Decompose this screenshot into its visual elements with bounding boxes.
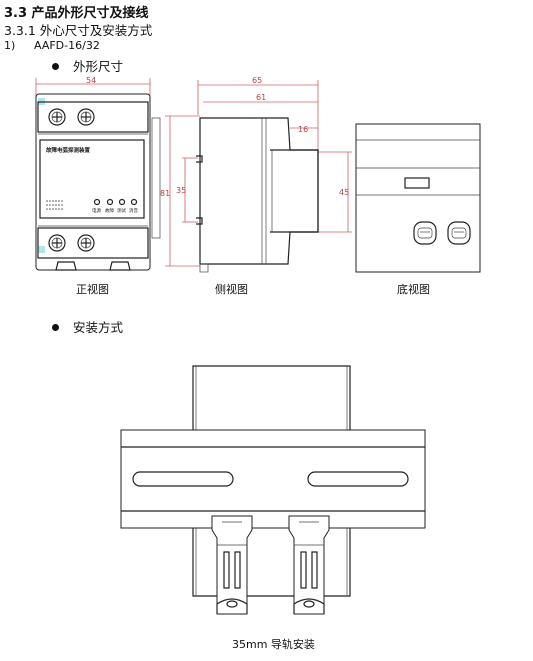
subsection-heading: 3.3.1 外心尺寸及安装方式 (4, 23, 153, 38)
top-screw-right-icon (77, 108, 95, 126)
bullet-dimensions-label: 外形尺寸 (73, 59, 124, 74)
indicator-label-test: 测试 (117, 207, 126, 214)
bottom-body (355, 123, 481, 273)
bullet-installation: 安装方式 (52, 317, 123, 336)
bottom-connector-right-icon (447, 221, 471, 245)
front-panel (39, 139, 145, 219)
list-item: 1) AAFD-16/32 (4, 39, 100, 52)
indicator-label-fault: 故障 (105, 207, 114, 214)
bottom-screw-left-icon (48, 234, 66, 252)
side-height-label: 81 (160, 189, 170, 198)
front-view-caption: 正视图 (76, 283, 109, 296)
rail-clip-left-mount (211, 515, 253, 615)
bullet-installation-label: 安装方式 (73, 320, 124, 335)
side-foot (199, 263, 209, 273)
rail-clip-left (55, 261, 77, 271)
side-view-caption: 侧视图 (215, 283, 248, 296)
front-corner-marker-bottom (38, 246, 45, 253)
side-step-16-dimension: 16 (290, 125, 318, 134)
side-bottom-step-label: 45 (339, 188, 349, 197)
front-side-ridge (151, 117, 161, 239)
list-number: 1) (4, 39, 16, 52)
bottom-slot (404, 177, 430, 189)
rail-slot-right (307, 471, 409, 487)
bullet-icon (52, 324, 59, 331)
indicator-label-mute: 消音 (129, 207, 138, 214)
bottom-screw-right-icon (77, 234, 95, 252)
vent-dots (46, 200, 63, 210)
bottom-terminal-block (37, 227, 149, 259)
top-screw-left-icon (48, 108, 66, 126)
indicator-leds (93, 198, 138, 206)
side-depth-61-dimension: 61 (203, 93, 318, 103)
side-height-81-dimension: 81 (160, 115, 200, 267)
device-bottom-outline (192, 528, 351, 597)
din-rail (120, 429, 426, 529)
side-depth-inner-label: 61 (256, 93, 266, 102)
side-depth-total-label: 65 (252, 76, 262, 85)
side-top-step-label: 16 (298, 125, 308, 134)
model-name: AAFD-16/32 (34, 39, 100, 52)
front-width-label: 54 (86, 76, 96, 85)
rail-caption: 35mm 导轨安装 (232, 638, 315, 651)
side-45-dimension: 45 (318, 151, 352, 233)
side-depth-65-dimension: 65 (197, 76, 319, 150)
indicator-label-power: 电源 (92, 207, 101, 214)
side-mid-35-dimension: 35 (176, 157, 198, 223)
bottom-view-caption: 底视图 (397, 283, 430, 296)
device-top-outline (192, 365, 351, 430)
rail-slot-left (132, 471, 234, 487)
bullet-dimensions: 外形尺寸 (52, 56, 123, 75)
section-heading: 3.3 产品外形尺寸及接线 (4, 6, 149, 21)
side-mid-height-label: 35 (176, 186, 186, 195)
side-clip-bottom (196, 217, 203, 225)
side-front-protrusion (270, 149, 319, 233)
rail-clip-right-mount (288, 515, 330, 615)
side-clip-top (196, 155, 203, 163)
bottom-connector-left-icon (413, 221, 437, 245)
panel-title: 故障电弧探测装置 (46, 146, 91, 154)
top-terminal-block (37, 101, 149, 133)
bullet-icon (52, 63, 59, 70)
rail-clip-right (109, 261, 131, 271)
